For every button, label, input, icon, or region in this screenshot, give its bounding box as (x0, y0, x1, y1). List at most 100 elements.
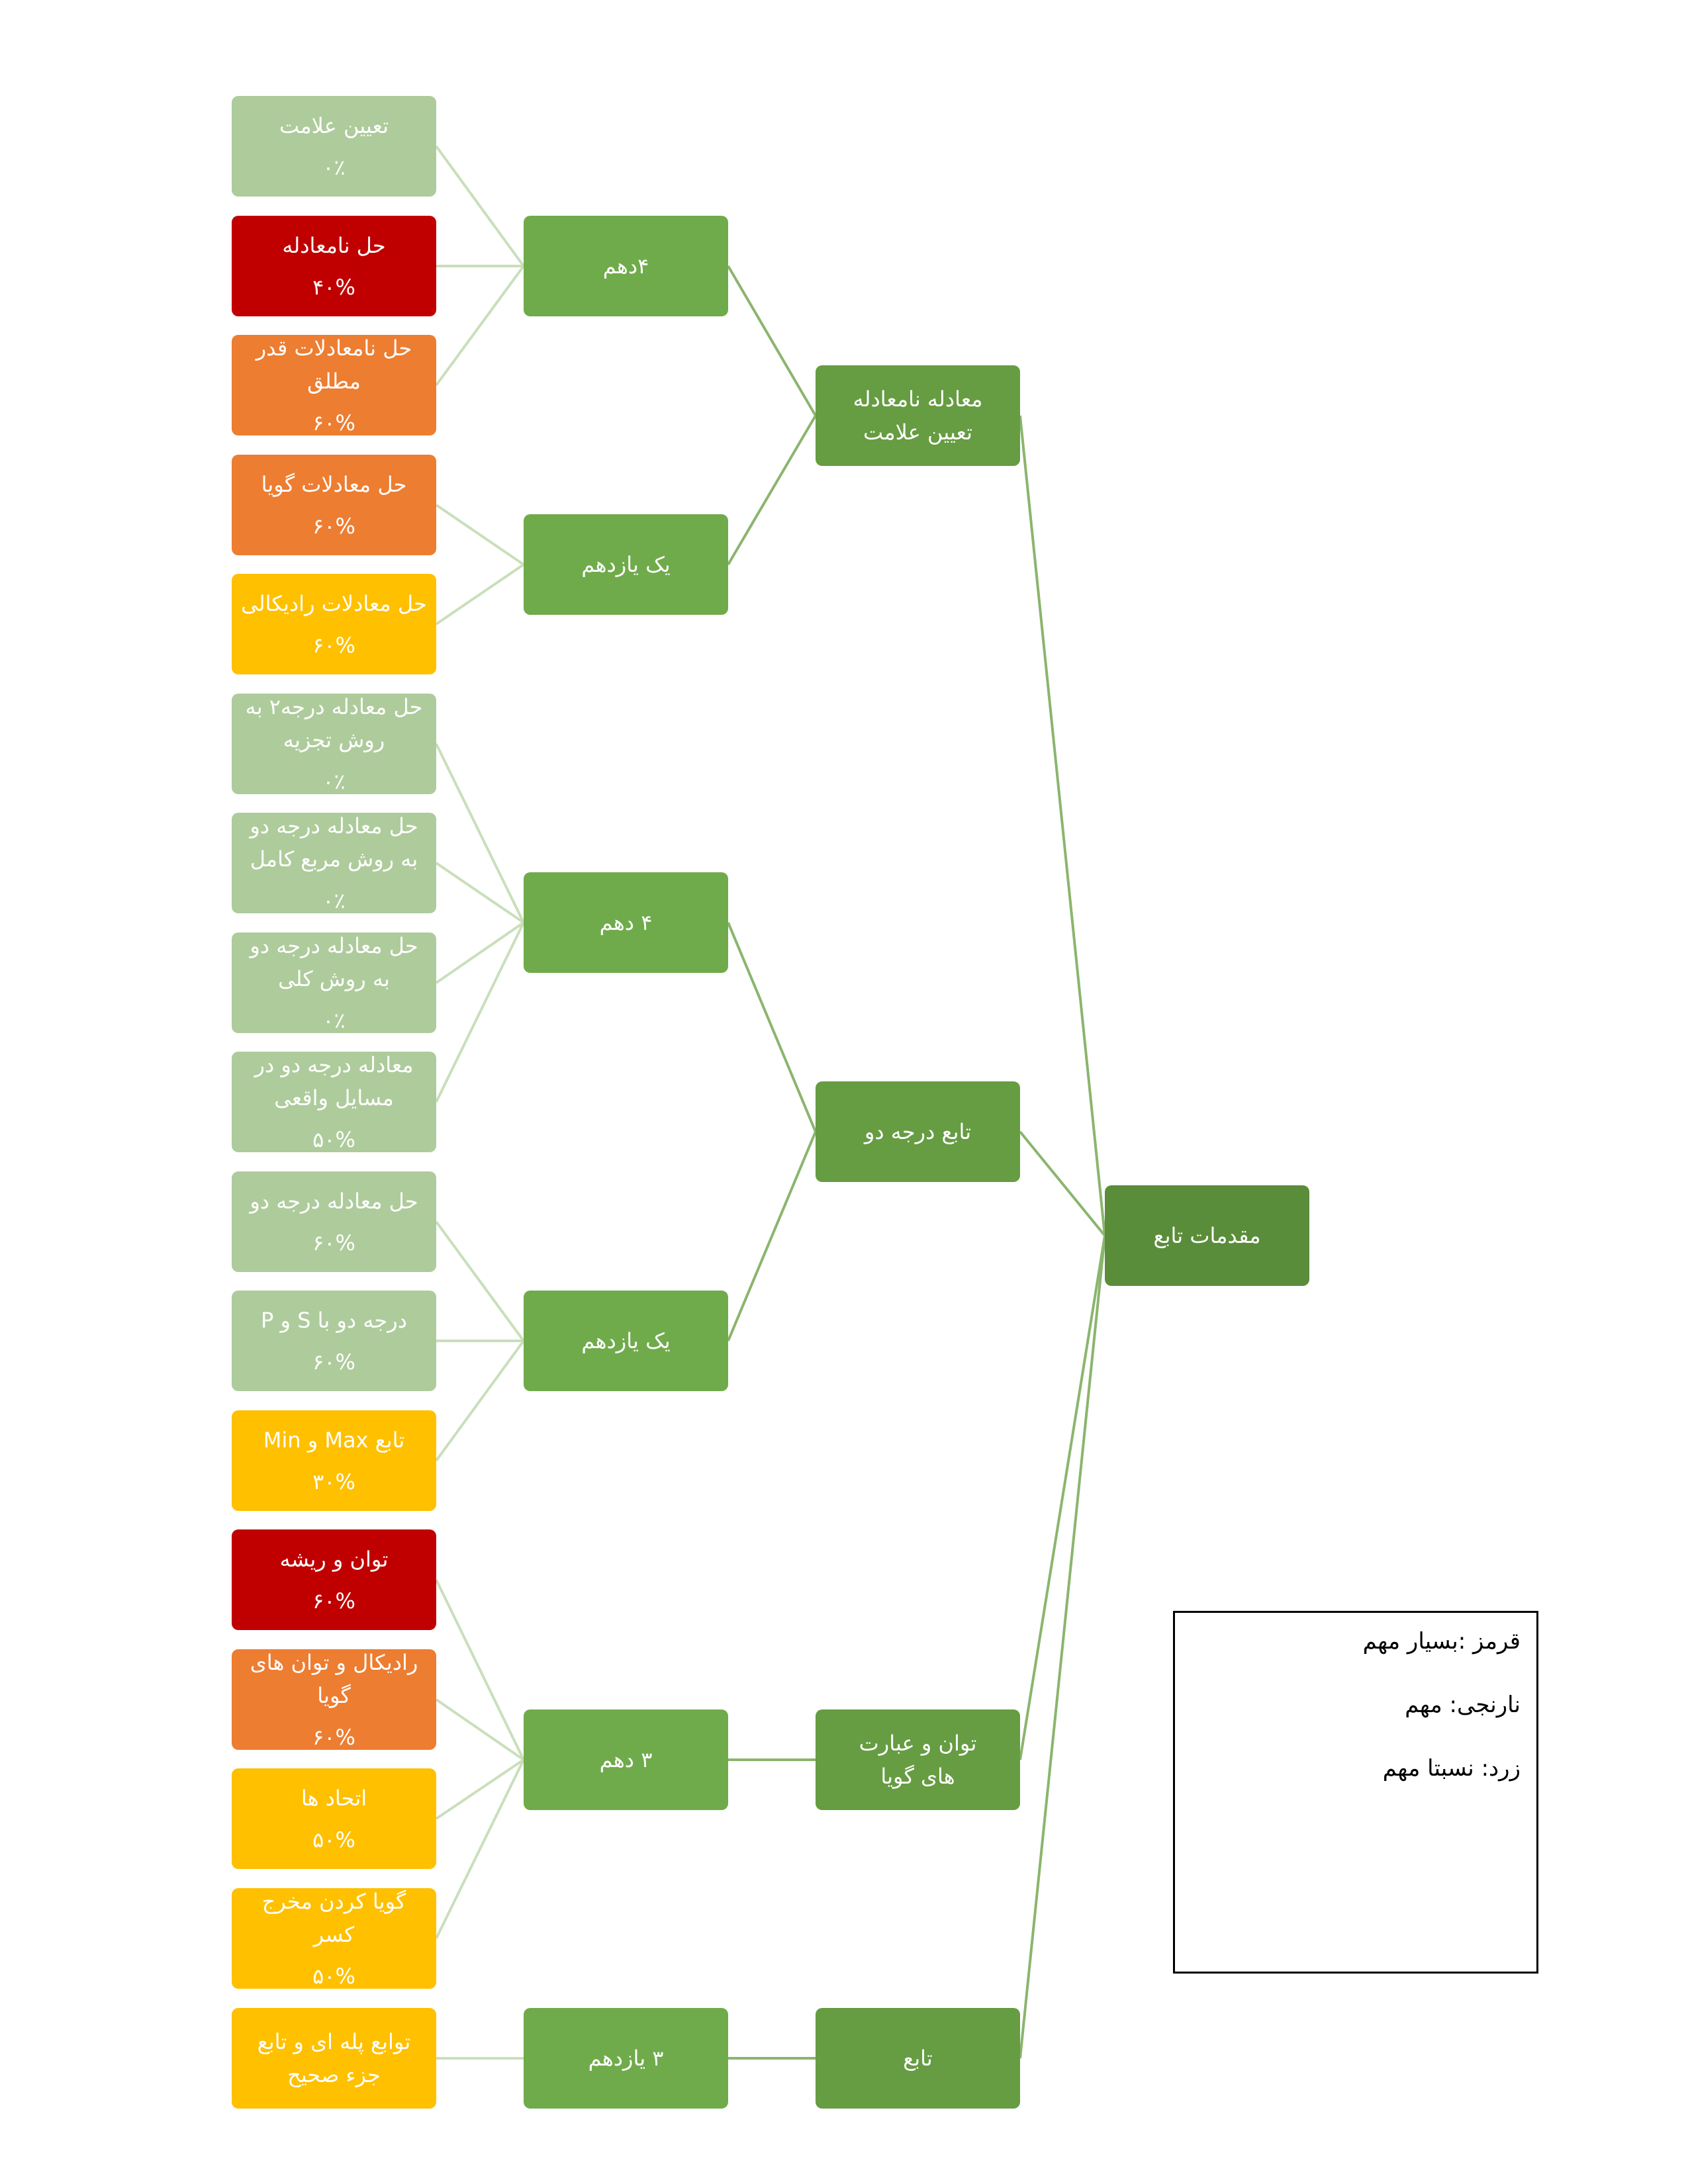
topic-node: حل معادلات گویا ۶۰% (232, 455, 436, 555)
topic-node: حل نامعادلات قدر مطلق ۶۰% (232, 335, 436, 435)
topic-label: تابع Max و Min (263, 1428, 405, 1453)
topic-label: درجه دو با S و P (261, 1308, 407, 1333)
topic-percent: ۶۰% (312, 514, 355, 539)
subtopic-node-1: معادله نامعادله تعیین علامت (816, 365, 1020, 466)
subtopic-node-2: تابع درجه دو (816, 1081, 1020, 1182)
subtopic-label: تابع درجه دو (864, 1119, 972, 1144)
topic-node: حل نامعادله ۴۰% (232, 216, 436, 316)
grade-label: ۳ دهم (599, 1747, 653, 1772)
topic-connector (435, 1698, 525, 1761)
topic-label: حل معادله درجه دو به روش کلی (250, 933, 418, 991)
topic-connector (435, 922, 525, 1103)
topic-connector (435, 265, 525, 387)
legend-yellow: زرد: نسبتا مهم (1382, 1755, 1521, 1782)
grade-node-3: ۴ دهم (524, 872, 728, 973)
subtopic-connector (727, 1131, 817, 1342)
grade-label: ۴ دهم (599, 910, 653, 935)
legend-box: قرمز :بسیار مهم نارنجی: مهم زرد: نسبتا م… (1173, 1611, 1538, 1974)
topic-percent: ۵۰% (312, 1127, 355, 1152)
topic-connector (435, 504, 525, 566)
root-connector (1019, 415, 1106, 1236)
subtopic-node-3: توان و عبارت های گویا (816, 1709, 1020, 1810)
topic-label: حل نامعادلات قدر مطلق (256, 336, 412, 394)
root-connector (1019, 1235, 1106, 2059)
topic-percent: ۵۰% (312, 1964, 355, 1989)
grade-label: یک یازدهم (581, 552, 671, 577)
topic-connector (435, 743, 525, 923)
topic-connector (435, 862, 525, 924)
topic-percent: ۰٪ (322, 1008, 346, 1033)
grade-label: ۳ یازدهم (588, 2046, 664, 2071)
topic-label: حل معادله درجه دو (250, 1189, 418, 1214)
subtopic-connector (727, 414, 817, 566)
topic-label: گویا کردن مخرج کسر (261, 1889, 406, 1947)
topic-percent: ۶۰% (312, 1230, 355, 1255)
topic-label: تعیین علامت (279, 113, 389, 138)
topic-percent: ۴۰% (312, 275, 355, 300)
topic-node: معادله درجه دو در مسایل واقعی ۵۰% (232, 1052, 436, 1152)
topic-connector (435, 1758, 525, 1820)
topic-connector (435, 1220, 525, 1342)
subtopic-connector (727, 922, 817, 1132)
subtopic-label: توان و عبارت های گویا (859, 1731, 977, 1789)
root-connector (1019, 1235, 1106, 1760)
topic-connector (435, 563, 525, 625)
topic-percent: ۶۰% (312, 410, 355, 435)
topic-node: رادیکال و توان های گویا ۶۰% (232, 1649, 436, 1750)
subtopic-label: تابع (903, 2046, 933, 2071)
topic-node: تعیین علامت ۰٪ (232, 96, 436, 197)
topic-label: حل معادله درجه دو به روش مربع کامل (250, 813, 418, 872)
topic-connector (435, 1759, 525, 1939)
topic-node: اتحاد ها ۵۰% (232, 1768, 436, 1869)
topic-node: حل معادله درجه دو ۶۰% (232, 1171, 436, 1272)
topic-percent: ۶۰% (312, 633, 355, 658)
topic-percent: ۳۰% (312, 1469, 355, 1494)
grade-node-1: ۴دهم (524, 216, 728, 316)
topic-connector (435, 921, 525, 984)
topic-label: توابع پله ای و تابع جزء صحیح (257, 2029, 411, 2087)
topic-node: حل معادلات رادیکالی ۶۰% (232, 574, 436, 674)
grade-node-4: یک یازدهم (524, 1291, 728, 1391)
grade-node-2: یک یازدهم (524, 514, 728, 615)
topic-label: حل نامعادله (282, 233, 386, 258)
topic-node: حل معادله درجه دو به روش کلی ۰٪ (232, 933, 436, 1033)
grade-label: یک یازدهم (581, 1328, 671, 1353)
topic-node: تابع Max و Min ۳۰% (232, 1410, 436, 1511)
topic-node: حل معادله درجه۲ به روش تجزیه ۰٪ (232, 694, 436, 794)
grade-label: ۴دهم (602, 253, 649, 279)
topic-connector (435, 1340, 525, 1462)
topic-node: توان و ریشه ۶۰% (232, 1529, 436, 1630)
root-label: مقدمات تابع (1153, 1223, 1261, 1248)
topic-node: گویا کردن مخرج کسر ۵۰% (232, 1888, 436, 1989)
grade-node-6: ۳ یازدهم (524, 2008, 728, 2109)
topic-percent: ۵۰% (312, 1827, 355, 1852)
topic-label: معادله درجه دو در مسایل واقعی (254, 1052, 414, 1111)
topic-label: حل معادلات گویا (261, 472, 407, 497)
topic-percent: ۶۰% (312, 1588, 355, 1614)
subtopic-label: معادله نامعادله تعیین علامت (853, 387, 983, 445)
topic-percent: ۰٪ (322, 155, 346, 180)
topic-label: حل معادلات رادیکالی (241, 591, 427, 616)
legend-orange: نارنجی: مهم (1405, 1692, 1521, 1718)
topic-label: حل معادله درجه۲ به روش تجزیه (245, 694, 423, 752)
topic-percent: ۰٪ (322, 769, 346, 794)
grade-node-5: ۳ دهم (524, 1709, 728, 1810)
topic-node: درجه دو با S و P ۶۰% (232, 1291, 436, 1391)
topic-node: توابع پله ای و تابع جزء صحیح (232, 2008, 436, 2109)
topic-label: توان و ریشه (279, 1547, 389, 1572)
topic-connector (435, 145, 525, 267)
subtopic-node-4: تابع (816, 2008, 1020, 2109)
root-node: مقدمات تابع (1105, 1185, 1309, 1286)
topic-percent: ۶۰% (312, 1725, 355, 1750)
topic-connector (435, 1579, 525, 1760)
topic-percent: ۰٪ (322, 888, 346, 913)
topic-percent: ۶۰% (312, 1349, 355, 1375)
subtopic-connector (727, 265, 817, 417)
topic-node: حل معادله درجه دو به روش مربع کامل ۰٪ (232, 813, 436, 913)
root-connector (1019, 1130, 1106, 1237)
topic-label: اتحاد ها (301, 1786, 367, 1811)
topic-label: رادیکال و توان های گویا (250, 1650, 418, 1708)
legend-red: قرمز :بسیار مهم (1362, 1628, 1521, 1655)
